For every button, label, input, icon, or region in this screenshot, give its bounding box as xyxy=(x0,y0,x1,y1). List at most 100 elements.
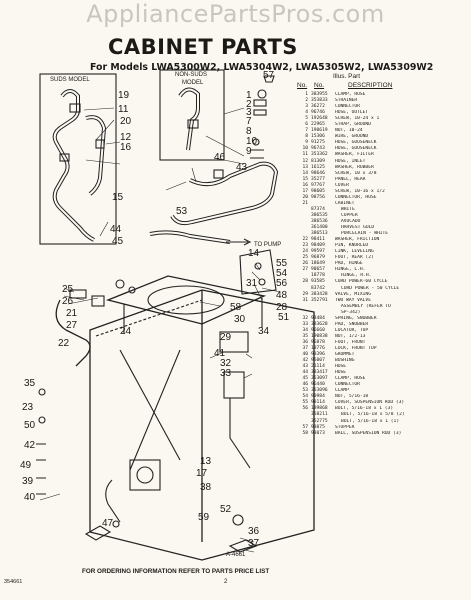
part-ref: 56 xyxy=(302,406,308,412)
part-description: SPRING, SNUBBER xyxy=(335,315,377,321)
part-number: 353096 xyxy=(311,388,328,394)
part-ref: 46 xyxy=(302,382,308,388)
part-description: FOOT, FRONT xyxy=(335,339,366,345)
part-ref: 21 xyxy=(302,200,308,206)
part-ref: 35 xyxy=(302,333,308,339)
callout-44: 44 xyxy=(110,224,122,235)
part-number: 87374 xyxy=(311,206,325,212)
part-description: FOOT, REAR (2) xyxy=(335,255,374,261)
part-number: 90984 xyxy=(311,394,325,400)
part-number: 90657 xyxy=(311,267,325,273)
part-number: 383628 xyxy=(311,321,328,327)
part-description: CONNECTOR, HOSE xyxy=(335,194,377,200)
part-ref: 8 xyxy=(305,134,308,140)
callout-8: 8 xyxy=(246,126,252,137)
part-number: 97767 xyxy=(311,182,325,188)
callout-15: 15 xyxy=(112,192,124,203)
part-ref: 14 xyxy=(302,170,308,176)
art-code-label: A-4661 xyxy=(226,552,246,558)
part-number: 93075 xyxy=(311,424,325,430)
callout-28: 28 xyxy=(276,302,288,313)
part-ref: 9 xyxy=(305,140,308,146)
part-ref: 1 xyxy=(305,92,308,97)
part-number: 22965 xyxy=(311,122,325,128)
callout-52: 52 xyxy=(220,504,232,515)
part-number: 189868 xyxy=(311,406,328,412)
suds-model-box xyxy=(39,73,117,245)
part-ref: 54 xyxy=(302,394,308,400)
watermark: AppliancePartsPros.com xyxy=(86,0,385,28)
part-description: HOSE, INLET xyxy=(335,158,366,164)
part-ref: 11 xyxy=(302,152,308,158)
part-row: 87374 WHITE xyxy=(296,207,468,213)
part-description: CLAMP, HOSE xyxy=(335,376,366,382)
part-ref: 10 xyxy=(302,146,308,152)
part-description: HINGE, R.H. xyxy=(341,273,372,279)
part-description: CLAMP xyxy=(335,388,349,394)
part-ref: 13 xyxy=(302,164,308,170)
part-ref: 31 xyxy=(302,297,308,303)
part-description: HARVEST GOLD xyxy=(341,225,375,231)
part-description: PAD, SNUBBER xyxy=(335,321,369,327)
part-ref: 3 xyxy=(305,104,308,110)
callout-43: 43 xyxy=(236,162,248,173)
callout-23: 23 xyxy=(22,402,34,413)
callout-48: 48 xyxy=(276,290,288,301)
part-description: STRAINER xyxy=(335,98,358,104)
illus-no-header: No. xyxy=(297,82,308,89)
part-number: 96743 xyxy=(311,146,325,152)
part-number: 96879 xyxy=(311,255,325,261)
part-ref: 57 xyxy=(302,424,308,430)
part-no-header: No. xyxy=(314,82,325,89)
callout-35: 35 xyxy=(24,378,36,389)
callout-26: 26 xyxy=(62,296,74,307)
callout-47: 47 xyxy=(102,518,114,529)
part-ref: 25 xyxy=(302,255,308,261)
part-number: 99597 xyxy=(311,249,325,255)
callout-37: 37 xyxy=(248,538,260,549)
part-number: 383417 xyxy=(311,370,328,376)
part-number: 352775 xyxy=(311,418,328,424)
part-description: NUT, 5/16-18 xyxy=(335,394,369,400)
part-number: 18649 xyxy=(311,261,325,267)
part-number: 96746 xyxy=(311,110,325,116)
callout-56: 56 xyxy=(276,278,288,289)
part-description: WASHER, FILTER xyxy=(335,152,374,158)
callout-31: 31 xyxy=(246,278,258,289)
callout-9: 9 xyxy=(246,146,252,157)
part-number: 352791 xyxy=(311,297,328,303)
part-ref: 43 xyxy=(302,364,308,370)
part-number: 353097 xyxy=(311,376,328,382)
part-description: WHITE xyxy=(341,206,355,212)
callout-51: 51 xyxy=(278,312,290,323)
part-description: COVER, SUSPENSION ROD (3) xyxy=(335,400,405,406)
part-ref: 27 xyxy=(302,267,308,273)
part-description: VALVE, MIXING xyxy=(335,291,371,297)
callout-45: 45 xyxy=(112,236,124,247)
part-description: AVOCADO xyxy=(341,218,361,224)
part-description: PIN, KNURLED xyxy=(335,243,369,249)
callout-11: 11 xyxy=(118,104,129,115)
part-ref: 2 xyxy=(305,98,308,104)
part-row: ASSEMBLY (REFER TO xyxy=(296,304,468,310)
part-number: 18776 xyxy=(311,345,325,351)
